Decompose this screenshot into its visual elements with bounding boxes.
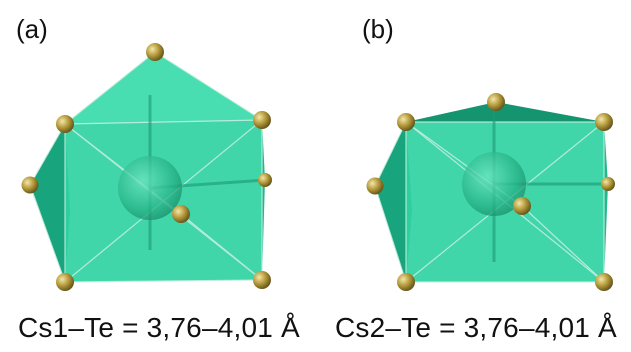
face-b-right: [604, 122, 608, 282]
polyhedron-a: [21, 43, 272, 291]
face-a-top: [65, 52, 262, 124]
panel-label-b: (b): [362, 14, 394, 44]
te-atoms-b: [366, 93, 615, 291]
face-b-left: [375, 122, 412, 282]
polyhedron-b: [366, 93, 615, 291]
cs1-atom: [118, 156, 182, 220]
caption-cs1-te: Cs1–Te = 3,76–4,01 Å: [18, 312, 300, 343]
face-a-right: [262, 120, 265, 280]
cs2-atom: [462, 152, 526, 216]
te-atoms-a: [21, 43, 272, 291]
face-a-left: [30, 124, 70, 282]
caption-cs2-te: Cs2–Te = 3,76–4,01 Å: [335, 312, 617, 343]
face-b-top: [406, 102, 604, 122]
panel-label-a: (a): [16, 14, 48, 44]
